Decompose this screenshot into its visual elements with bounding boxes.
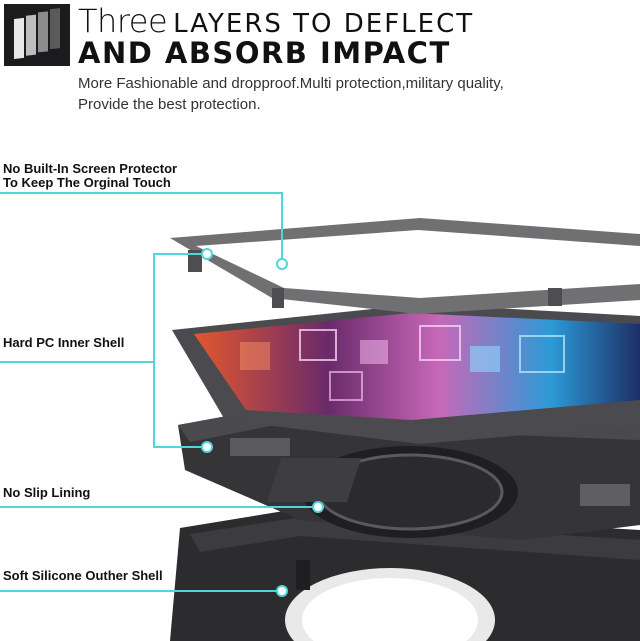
subtitle: More Fashionable and dropproof.Multi pro… [78,73,598,115]
front-frame [170,218,640,314]
headline-layers: LAYERS TO DEFLECT [173,9,475,39]
silicone-outer-shell [170,510,640,641]
callout-screen-protector-line2: To Keep The Orginal Touch [3,175,171,190]
subtitle-line1: More Fashionable and dropproof.Multi pro… [78,75,504,92]
tablet-inner-shell [172,304,640,444]
callout-no-slip-lining: No Slip Lining [3,485,91,500]
callout-screen-protector-line1: No Built-In Screen Protector [3,161,178,176]
callout-outer-shell: Soft Silicone Outher Shell [3,568,163,583]
layered-case-icon [4,4,70,66]
headline-three: Three [78,2,168,40]
callout-screen-protector: No Built-In Screen Protector To Keep The… [3,162,177,190]
subtitle-line2: Provide the best protection. [78,96,261,113]
callout-lines [0,192,318,592]
callout-points [201,248,324,597]
callout-inner-shell: Hard PC Inner Shell [3,335,125,350]
headline-line2: AND ABSORB IMPACT [78,36,451,70]
